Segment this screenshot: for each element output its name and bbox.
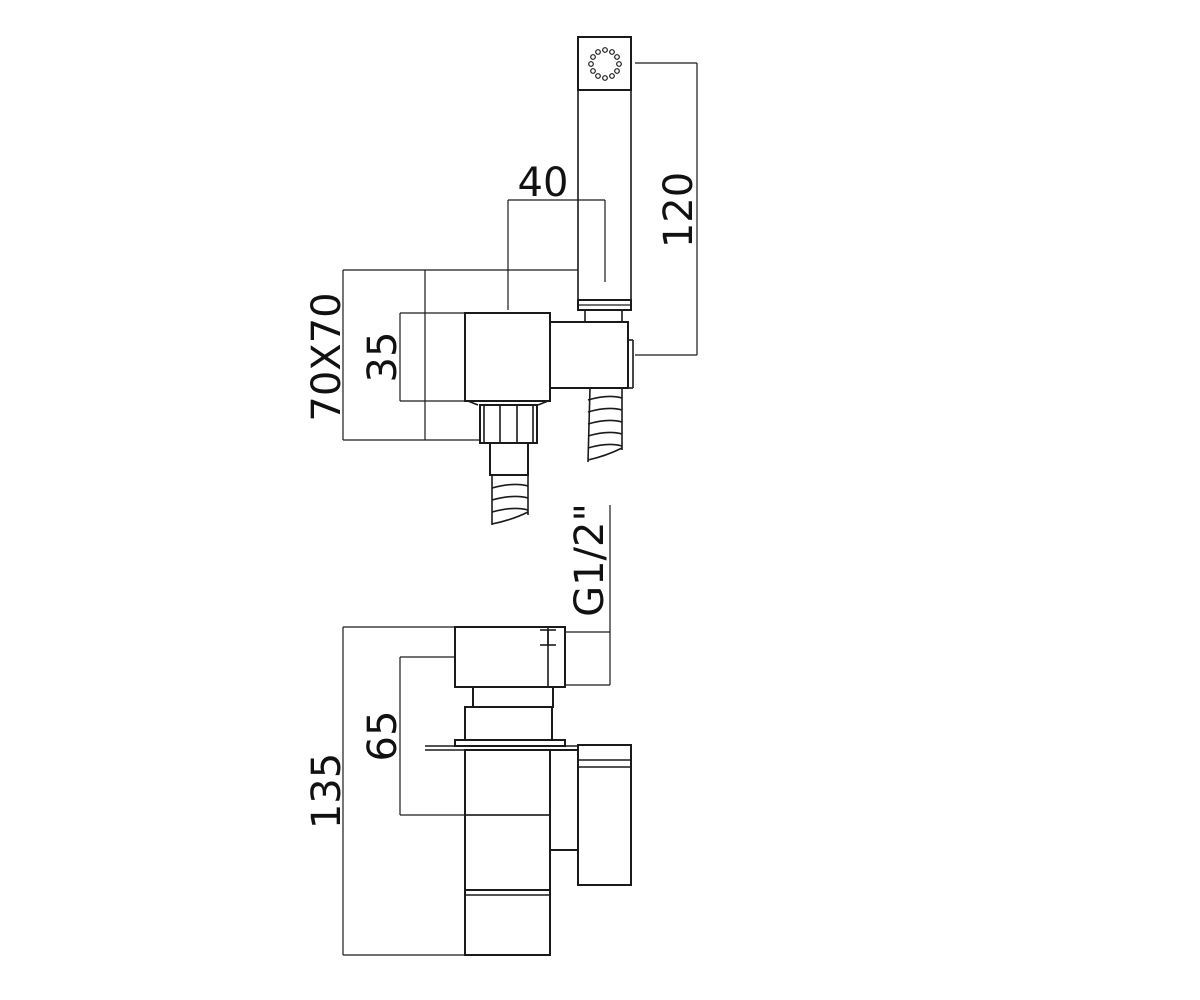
side-holder (549, 744, 632, 886)
dim-70x70-label: 70X70 (304, 292, 350, 421)
right-hose (587, 387, 623, 463)
outlet-body (464, 312, 551, 402)
valve-cap (464, 889, 551, 956)
dim-120: 120 (635, 62, 702, 356)
dim-135-label: 135 (304, 753, 350, 829)
dim-40: 40 (507, 160, 606, 310)
dim-40-label: 40 (518, 160, 569, 206)
dim-120-label: 120 (656, 172, 702, 248)
dim-70x70: 70X70 (304, 269, 578, 441)
hex-nut (467, 400, 549, 444)
shower-handle (577, 90, 632, 311)
nozzle-ring (588, 47, 622, 81)
side-view: G1/2" 65 135 (304, 503, 632, 956)
holder-bracket (549, 310, 634, 389)
wall-flange (425, 739, 580, 751)
valve-neck (464, 686, 554, 741)
valve-body (464, 749, 551, 891)
dim-35: 35 (360, 312, 465, 402)
dim-35-label: 35 (360, 332, 406, 383)
dim-g12-label: G1/2" (567, 503, 613, 617)
top-view: 40 120 70X70 35 (304, 36, 702, 525)
inlet-connector (454, 626, 566, 688)
dim-g12: G1/2" (565, 503, 613, 686)
dim-135: 135 (304, 626, 465, 956)
shower-head (577, 36, 632, 91)
dim-65-label: 65 (360, 711, 406, 762)
left-hose (489, 442, 529, 525)
dim-65: 65 (360, 656, 550, 816)
